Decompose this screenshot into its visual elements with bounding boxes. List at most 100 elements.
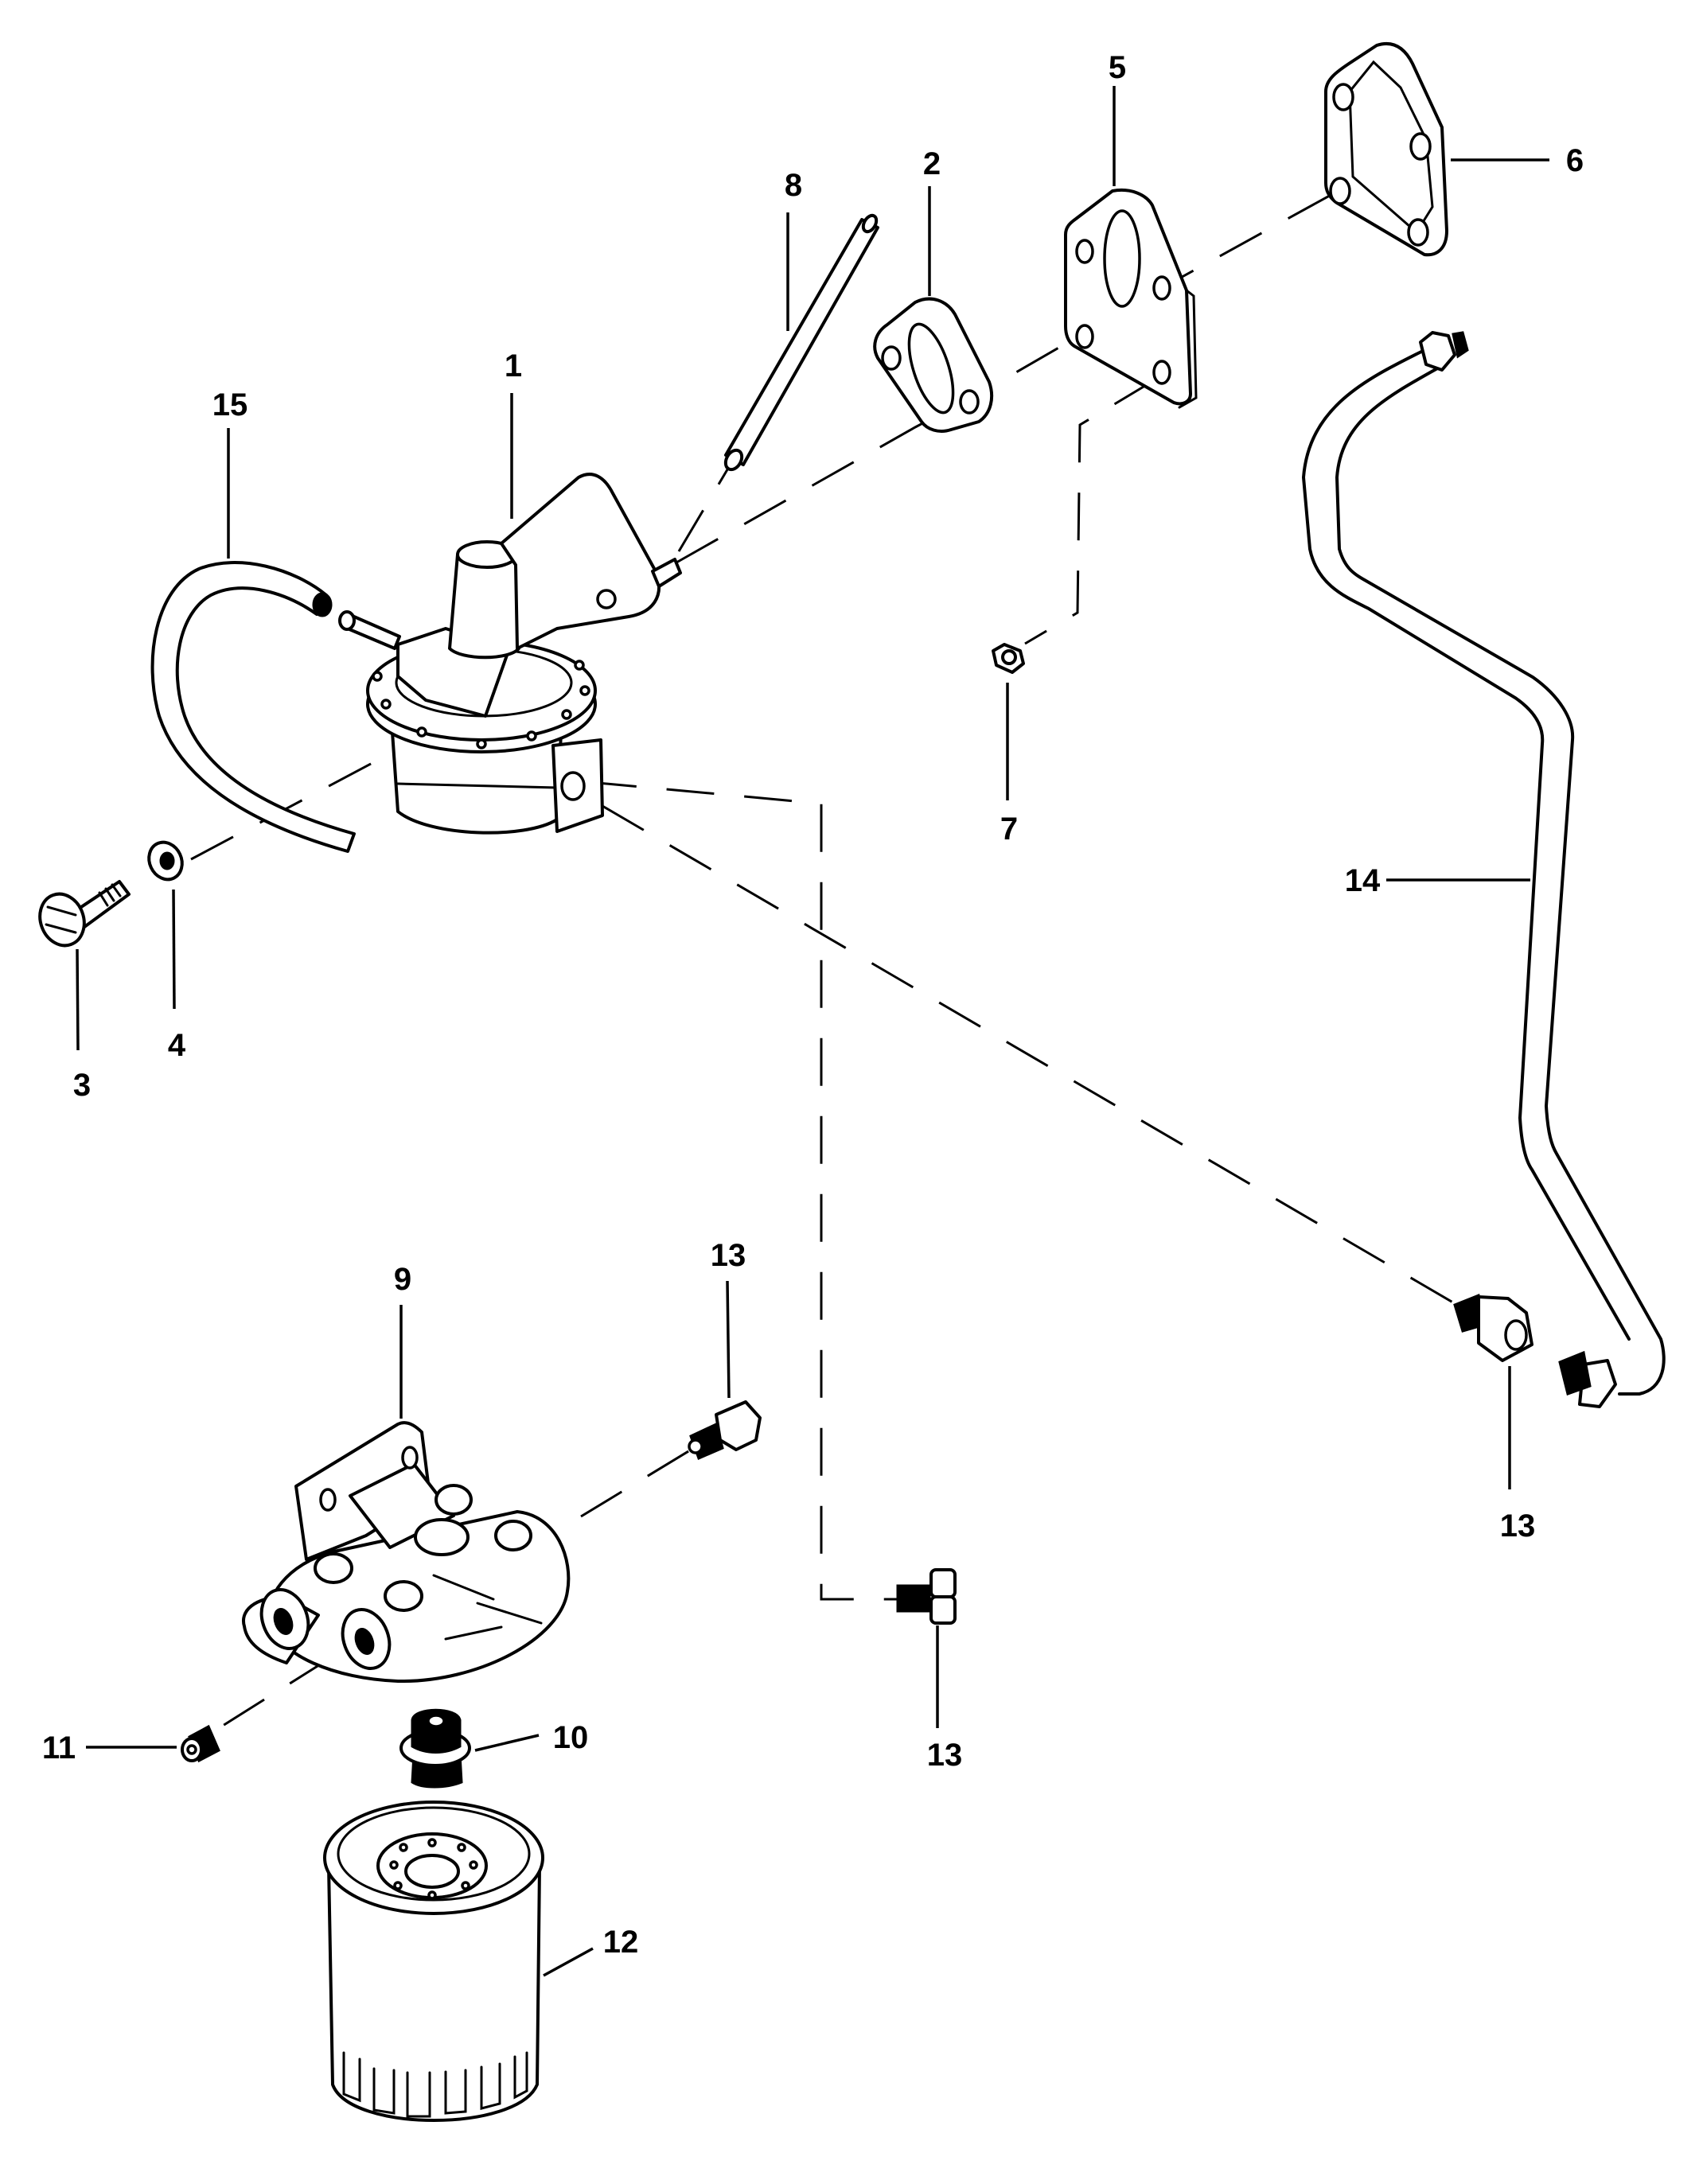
filter-head-outlet-bore: [354, 1628, 375, 1655]
fuel-filter-grip-tabs: [342, 2051, 528, 2118]
vent-tube-top: [861, 213, 879, 234]
fuel-line-top-nut: [1419, 331, 1456, 372]
gasket-large-hole-4: [1407, 218, 1429, 247]
fuel-line-bottom-thread: [1558, 1350, 1592, 1396]
leader-4: [172, 889, 176, 1010]
fitting-fuel-line-part[interactable]: [1453, 1293, 1533, 1362]
fuel-line-inner: [1335, 366, 1666, 1396]
vent-tube-part[interactable]: [723, 213, 879, 473]
gasket-small-hole-2: [959, 389, 980, 415]
mounting-plate-hole-3: [1075, 324, 1094, 349]
filter-head-part[interactable]: [241, 1421, 571, 1684]
pump-lever-arm: [500, 473, 661, 650]
filter-head-port-cap-1: [314, 1552, 353, 1584]
callout-2: 2: [923, 146, 941, 181]
filter-head-bracket-hole-1: [319, 1488, 337, 1512]
assembly-line-plug-11: [218, 1656, 331, 1730]
fitting-plug-head-top: [929, 1568, 957, 1598]
assembly-line-nut: [1024, 378, 1156, 645]
fuel-filter-part[interactable]: [323, 1801, 544, 2122]
gasket-large-hole-2: [1409, 132, 1432, 161]
assembly-line-plug: [588, 781, 898, 1601]
leader-12: [543, 1947, 594, 1977]
callout-15: 15: [212, 387, 248, 422]
callout-9: 9: [394, 1262, 411, 1297]
callout-11: 11: [42, 1730, 76, 1765]
pipe-plug-socket: [186, 1744, 197, 1755]
mounting-plate-hole-2: [1152, 275, 1171, 301]
assembly-line-outlet: [602, 804, 1467, 1312]
gasket-large-outline: [1324, 42, 1448, 257]
callout-7: 7: [1000, 812, 1018, 847]
filter-head-port-cap-3: [435, 1484, 473, 1516]
mounting-plate-part[interactable]: [1064, 189, 1198, 409]
vent-tube-end: [723, 448, 744, 472]
callout-14: 14: [1345, 863, 1381, 898]
fuel-line-top-thread: [1452, 331, 1469, 359]
filter-head-detail: [432, 1574, 543, 1641]
filter-head-port-cap-4: [494, 1520, 532, 1551]
leader-10: [474, 1734, 540, 1752]
callout-4: 4: [168, 1028, 186, 1063]
bolt-head-detail: [45, 905, 77, 934]
assembly-line-filter-fitting: [580, 1442, 701, 1518]
gasket-small-part[interactable]: [873, 297, 994, 433]
filter-head-inlet-bore: [273, 1608, 294, 1635]
fitting-plug-head-bottom: [929, 1595, 957, 1625]
gasket-large-hole-1: [1332, 83, 1354, 111]
bolt-part[interactable]: [33, 880, 131, 952]
mounting-plate-hole-1: [1075, 239, 1094, 264]
fitting-fuel-line-bore: [1504, 1319, 1528, 1351]
callout-13b: 13: [1500, 1509, 1536, 1544]
pump-cap: [448, 553, 520, 660]
washer-hole: [159, 851, 175, 870]
gasket-small-slot: [907, 322, 955, 415]
fitting-plug-thread: [896, 1584, 931, 1613]
fuel-filter-center-port: [404, 1854, 460, 1889]
fuel-line-outer: [1301, 348, 1631, 1341]
callout-13c: 13: [927, 1738, 963, 1773]
pipe-plug-part[interactable]: [181, 1724, 220, 1763]
filter-head-port-cap-2: [384, 1580, 423, 1612]
callout-1: 1: [505, 348, 522, 383]
leader-lines: [76, 86, 1549, 1977]
fuel-pump-part[interactable]: [338, 473, 682, 835]
fuel-line-part[interactable]: [1301, 331, 1666, 1408]
washer-part[interactable]: [143, 837, 189, 885]
pump-flange-screws: [372, 660, 590, 749]
fitting-plug-part[interactable]: [896, 1568, 957, 1625]
fitting-filter-head-hex: [715, 1400, 762, 1451]
nut-collar: [1001, 649, 1017, 665]
callout-12: 12: [603, 1925, 639, 1960]
fuel-line-bottom-nut: [1578, 1359, 1617, 1408]
pump-lower-bowl: [391, 730, 563, 835]
adapter-upper-body: [411, 1708, 462, 1754]
pump-inlet-nipple-end: [338, 610, 356, 631]
gasket-large-part[interactable]: [1324, 42, 1448, 257]
gasket-small-hole-1: [881, 345, 902, 371]
pump-mount-stub: [651, 558, 682, 588]
hose-outline: [150, 561, 356, 853]
callout-labels: 1 2 3 4 5 6 7 8 9 10 11 12 13 13 13 14 1…: [42, 50, 1584, 1960]
callout-6: 6: [1566, 143, 1584, 178]
fitting-filter-head-bore: [688, 1438, 703, 1454]
mounting-plate-edge: [1178, 289, 1198, 409]
nut-part[interactable]: [992, 643, 1025, 674]
adapter-bore: [427, 1714, 446, 1728]
pump-bowl-ring: [396, 782, 559, 789]
adapter-part[interactable]: [399, 1708, 471, 1789]
callout-10: 10: [553, 1720, 589, 1755]
callout-13a: 13: [711, 1238, 746, 1273]
mounting-plate-slot: [1103, 209, 1141, 308]
pump-outlet-port: [560, 771, 586, 801]
fuel-filter-plate-holes: [389, 1838, 478, 1900]
callout-5: 5: [1109, 50, 1126, 85]
fitting-filter-head-part[interactable]: [688, 1400, 762, 1461]
gasket-large-hole-3: [1329, 177, 1351, 205]
filter-head-boss-top: [414, 1518, 470, 1556]
hose-end-opening: [312, 592, 333, 617]
pump-arm-hole: [596, 589, 617, 609]
hose-part[interactable]: [150, 561, 356, 853]
fuel-filter-can: [327, 1864, 541, 2122]
